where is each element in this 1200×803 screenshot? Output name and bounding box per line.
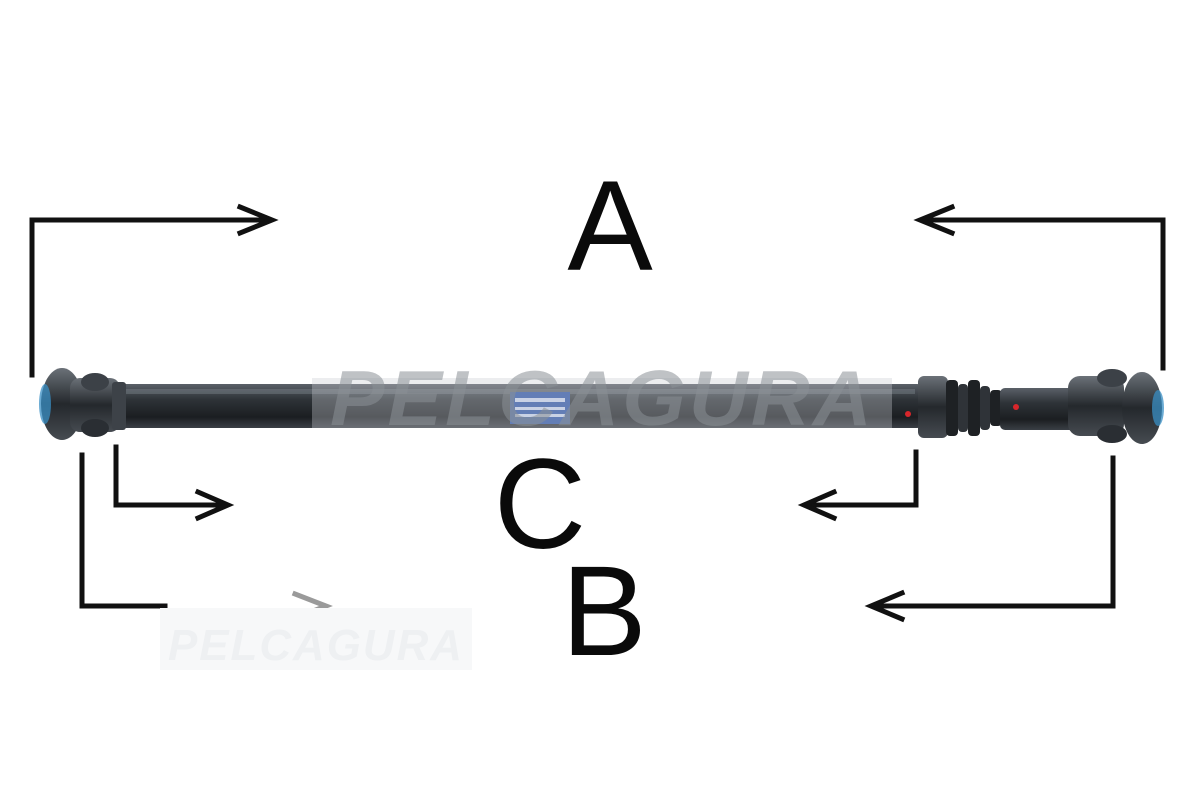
left-collar — [112, 382, 126, 430]
left-flange-face — [39, 384, 51, 424]
left-yoke — [70, 378, 120, 432]
slip-joint-collar — [918, 376, 948, 438]
shaft-tube-highlight — [125, 389, 915, 394]
red-marker-right — [1013, 404, 1019, 410]
dimension-label-c: C — [494, 433, 586, 576]
dimension-a-right-bracket — [919, 217, 1166, 371]
dimension-a-arrows — [29, 203, 1166, 378]
rubber-boot — [946, 380, 1002, 436]
left-cross-cap-bottom — [81, 419, 109, 437]
dimension-b-arrows — [79, 452, 1116, 623]
dimension-b-left-bracket — [79, 452, 168, 609]
dimension-c-left-bracket — [113, 444, 227, 508]
left-cross-cap-top — [81, 373, 109, 391]
dimension-c-left-arrowhead — [194, 488, 235, 522]
dimension-a-left-bracket — [29, 217, 273, 378]
dimension-b-right-bracket — [872, 455, 1116, 609]
watermark-small-text: PELCAGURA — [168, 621, 464, 670]
right-flange — [1122, 372, 1162, 444]
dimension-c-right-arrowhead — [797, 488, 838, 522]
red-marker-left — [905, 411, 911, 417]
dimension-c-right-bracket — [805, 449, 919, 508]
part-label-tag-line2 — [515, 407, 565, 410]
dimension-a-left-arrowhead — [236, 203, 279, 237]
watermark-main-text: PELCAGURA — [330, 354, 875, 442]
dimension-label-b: B — [561, 540, 646, 683]
watermark-small-group: PELCAGURA — [160, 608, 472, 670]
dimension-a-right-arrowhead — [913, 203, 956, 237]
right-cross-cap-top — [1097, 369, 1127, 387]
watermark-main-band — [312, 378, 892, 428]
right-yoke — [1068, 376, 1124, 436]
dimension-b-right-arrowhead — [864, 589, 906, 623]
part-label-tag-line1 — [515, 398, 565, 402]
dimension-label-a: A — [567, 155, 653, 298]
watermark-main-group: PELCAGURA — [312, 354, 892, 442]
drive-shaft — [39, 368, 1164, 444]
dimension-c-arrows — [113, 444, 919, 522]
right-flange-face — [1152, 390, 1164, 426]
part-label-tag-line3 — [515, 414, 565, 417]
slip-spline-tube — [1000, 388, 1075, 430]
watermark-small-band — [160, 608, 472, 670]
right-cross-cap-bottom — [1097, 425, 1127, 443]
